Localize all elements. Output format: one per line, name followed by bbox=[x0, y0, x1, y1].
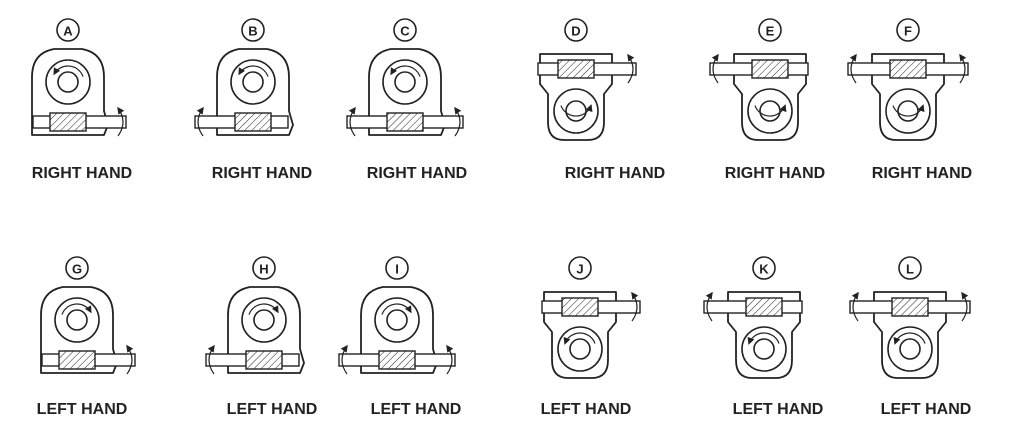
hand-caption: RIGHT HAND bbox=[212, 165, 312, 182]
diagram-letter: E bbox=[766, 24, 775, 39]
wheel-hub bbox=[394, 71, 416, 93]
shaft-rotation-arrow-right bbox=[961, 291, 969, 322]
diagram-letter: L bbox=[906, 262, 914, 277]
wheel-hub bbox=[386, 309, 408, 331]
shaft-rotation-arrow-right bbox=[446, 344, 454, 375]
wheel-hub bbox=[899, 338, 921, 360]
worm-wheel bbox=[230, 59, 276, 105]
worm-wheel bbox=[557, 326, 603, 372]
gear-diagram-j: J LEFT HAND bbox=[541, 256, 641, 418]
worm-wheel bbox=[885, 88, 931, 134]
wheel-hub bbox=[57, 71, 79, 93]
shaft-rotation-arrow-left bbox=[705, 291, 713, 322]
gear-diagram-k: K LEFT HAND bbox=[703, 256, 824, 418]
worm bbox=[245, 350, 283, 370]
diagram-letter: K bbox=[759, 262, 769, 277]
gear-diagram-d: D RIGHT HAND bbox=[537, 18, 665, 182]
letter-circle bbox=[898, 256, 922, 280]
hand-caption: LEFT HAND bbox=[371, 401, 462, 418]
hand-caption: RIGHT HAND bbox=[725, 165, 825, 182]
worm bbox=[386, 112, 424, 132]
worm bbox=[234, 112, 272, 132]
worm-wheel bbox=[45, 59, 91, 105]
gear-diagram-g: G LEFT HAND bbox=[37, 256, 136, 418]
gear-diagram-l: L LEFT HAND bbox=[849, 256, 972, 418]
letter-circle bbox=[758, 18, 782, 42]
gear-diagram-a: A RIGHT HAND bbox=[31, 18, 132, 182]
shaft-rotation-arrow-left bbox=[196, 106, 204, 137]
hand-caption: RIGHT HAND bbox=[872, 165, 972, 182]
worm bbox=[745, 297, 783, 317]
wheel-hub bbox=[66, 309, 88, 331]
shaft-rotation-arrow-left bbox=[340, 344, 348, 375]
worm bbox=[891, 297, 929, 317]
worm-wheel bbox=[374, 297, 420, 343]
hand-caption: LEFT HAND bbox=[541, 401, 632, 418]
shaft-rotation-arrow-right bbox=[959, 53, 967, 84]
letter-circle bbox=[385, 256, 409, 280]
worm-wheel bbox=[741, 326, 787, 372]
letter-circle bbox=[564, 18, 588, 42]
hand-caption: LEFT HAND bbox=[227, 401, 318, 418]
wheel-hub bbox=[253, 309, 275, 331]
hand-caption: LEFT HAND bbox=[881, 401, 972, 418]
diagram-letter: I bbox=[395, 262, 399, 277]
gear-diagram-h: H LEFT HAND bbox=[205, 256, 318, 418]
gear-diagram-e: E RIGHT HAND bbox=[709, 18, 825, 182]
worm-wheel bbox=[553, 88, 599, 134]
wheel-hub bbox=[753, 338, 775, 360]
letter-circle bbox=[896, 18, 920, 42]
diagram-letter: A bbox=[63, 24, 73, 39]
hand-caption: LEFT HAND bbox=[733, 401, 824, 418]
shaft-rotation-arrow-right bbox=[631, 291, 639, 322]
shaft-rotation-arrow-left bbox=[348, 106, 356, 137]
letter-circle bbox=[752, 256, 776, 280]
shaft-rotation-arrow-left bbox=[711, 53, 719, 84]
diagram-letter: G bbox=[72, 262, 82, 277]
hand-caption: LEFT HAND bbox=[37, 401, 128, 418]
letter-circle bbox=[252, 256, 276, 280]
hand-caption: RIGHT HAND bbox=[565, 165, 665, 182]
worm bbox=[557, 59, 595, 79]
letter-circle bbox=[393, 18, 417, 42]
diagram-letter: F bbox=[904, 24, 912, 39]
letter-circle bbox=[56, 18, 80, 42]
worm bbox=[889, 59, 927, 79]
diagram-letter: B bbox=[248, 24, 257, 39]
diagram-letter: J bbox=[576, 262, 583, 277]
gear-diagram-f: F RIGHT HAND bbox=[847, 18, 972, 182]
worm bbox=[58, 350, 96, 370]
shaft-rotation-arrow-left bbox=[849, 53, 857, 84]
worm bbox=[561, 297, 599, 317]
worm-wheel bbox=[887, 326, 933, 372]
worm bbox=[751, 59, 789, 79]
letter-circle bbox=[568, 256, 592, 280]
shaft-rotation-arrow-right bbox=[454, 106, 462, 137]
letter-circle bbox=[241, 18, 265, 42]
diagram-letter: D bbox=[571, 24, 580, 39]
gear-diagram-i: I LEFT HAND bbox=[338, 256, 462, 418]
gear-diagram-b: B RIGHT HAND bbox=[194, 18, 312, 182]
shaft-rotation-arrow-right bbox=[126, 344, 134, 375]
worm bbox=[378, 350, 416, 370]
wheel-hub bbox=[242, 71, 264, 93]
worm-wheel bbox=[54, 297, 100, 343]
worm-wheel bbox=[747, 88, 793, 134]
diagram-letter: H bbox=[259, 262, 268, 277]
shaft-rotation-arrow-right bbox=[117, 106, 125, 137]
shaft-rotation-arrow-right bbox=[627, 53, 635, 84]
worm-wheel bbox=[241, 297, 287, 343]
wheel-hub bbox=[569, 338, 591, 360]
shaft-rotation-arrow-left bbox=[851, 291, 859, 322]
letter-circle bbox=[65, 256, 89, 280]
worm bbox=[49, 112, 87, 132]
hand-caption: RIGHT HAND bbox=[367, 165, 467, 182]
gear-diagram-c: C RIGHT HAND bbox=[346, 18, 467, 182]
hand-caption: RIGHT HAND bbox=[32, 165, 132, 182]
diagram-letter: C bbox=[400, 24, 410, 39]
worm-wheel bbox=[382, 59, 428, 105]
shaft-rotation-arrow-left bbox=[207, 344, 215, 375]
